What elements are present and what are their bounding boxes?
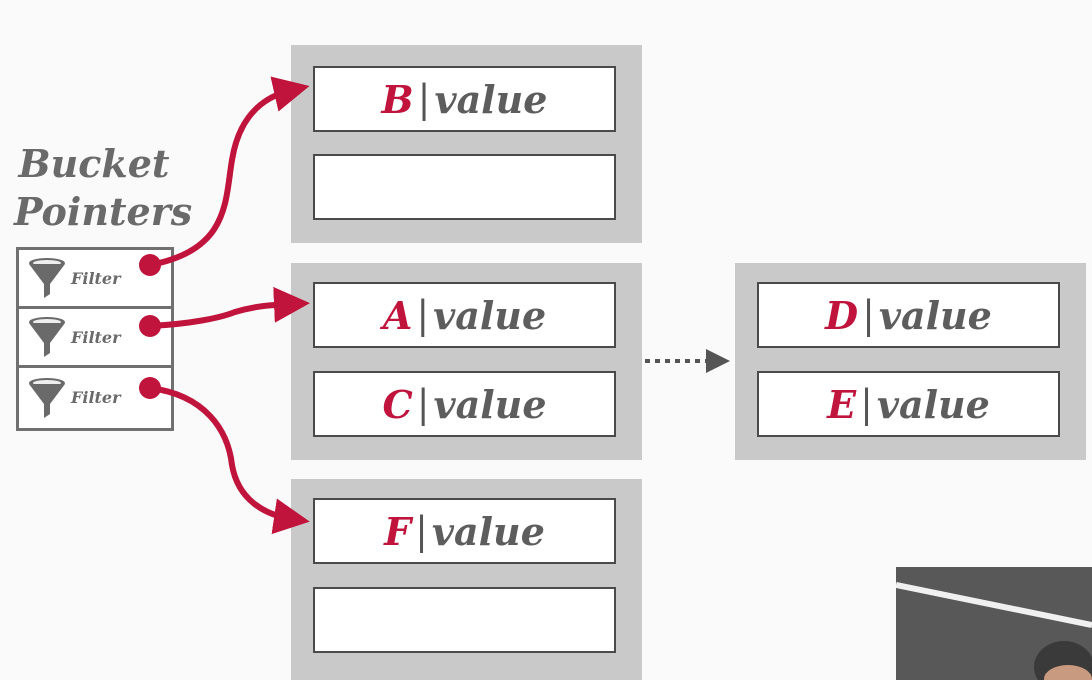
pointer-row: Filter (19, 368, 171, 427)
slot-key: B (381, 76, 414, 122)
slot-value: value (431, 508, 545, 554)
slot-value: value (433, 381, 547, 427)
slot-value: value (876, 381, 990, 427)
bucket-slot: E|value (757, 371, 1060, 437)
funnel-icon (29, 317, 65, 357)
pointer-arrow-2 (139, 286, 310, 337)
slot-value: value (878, 292, 992, 338)
slot-key: C (382, 381, 413, 427)
slot-separator: | (415, 509, 428, 553)
funnel-icon (29, 377, 65, 418)
bucket-slot: B|value (313, 66, 616, 132)
filter-label: Filter (71, 388, 121, 407)
filter-label: Filter (71, 268, 121, 288)
presenter-video-image (896, 567, 1092, 680)
pointer-row: Filter (19, 309, 171, 368)
bucket-3: F|value (291, 479, 642, 680)
slot-value: value (433, 292, 547, 338)
funnel-icon (29, 258, 65, 298)
bucket-slot: F|value (313, 498, 616, 564)
bucket-slot-empty (313, 154, 616, 220)
filter-label: Filter (71, 327, 121, 347)
slot-key: E (827, 381, 857, 427)
bucket-slot: C|value (313, 371, 616, 437)
bucket-pointers-title: Bucket Pointers (14, 141, 193, 234)
slot-value: value (434, 76, 548, 122)
pointer-arrow-3 (139, 377, 310, 535)
slot-separator: | (860, 382, 873, 426)
slot-separator: | (862, 293, 875, 337)
bucket-2: A|value C|value (291, 263, 642, 460)
slot-separator: | (416, 382, 430, 426)
slot-key: F (384, 508, 412, 554)
pointer-arrow-1 (139, 76, 310, 276)
bucket-1: B|value (291, 45, 642, 243)
pointer-row: Filter (19, 250, 171, 309)
slot-separator: | (417, 77, 431, 121)
slot-key: D (825, 292, 859, 338)
bucket-slot: A|value (313, 282, 616, 348)
bucket-slot: D|value (757, 282, 1060, 348)
bucket-slot-empty (313, 587, 616, 653)
slot-key: A (382, 292, 413, 338)
bucket-pointer-array: Filter Filter Filter (16, 247, 174, 431)
overflow-bucket: D|value E|value (735, 263, 1086, 460)
webcam-video (896, 567, 1092, 680)
slot-separator: | (416, 293, 430, 337)
